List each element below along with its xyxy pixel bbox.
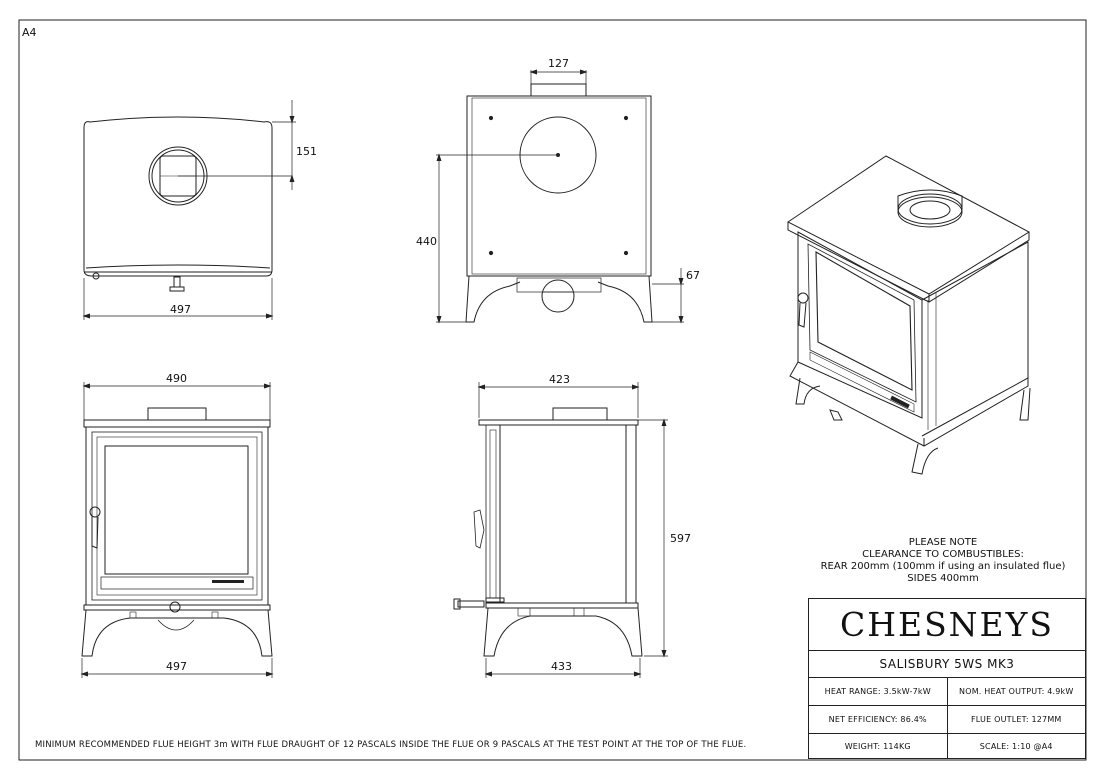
dim-rear-leg-height: 67 xyxy=(686,269,700,282)
dim-top-flue-offset: 151 xyxy=(296,145,317,158)
rear-view xyxy=(436,69,684,324)
dim-front-base-width: 497 xyxy=(166,660,187,673)
sheet-border xyxy=(18,19,1087,761)
dim-front-top-width: 490 xyxy=(166,372,187,385)
top-view xyxy=(82,100,296,320)
spec-row: HEAT RANGE: 3.5kW-7kW NOM. HEAT OUTPUT: … xyxy=(809,677,1085,706)
dim-side-depth-top: 423 xyxy=(549,373,570,386)
flue-height-note: MINIMUM RECOMMENDED FLUE HEIGHT 3m WITH … xyxy=(35,740,747,750)
brand-logo: CHESNEYS xyxy=(809,599,1085,651)
dim-rear-flue-height: 440 xyxy=(416,235,437,248)
note-clearance: CLEARANCE TO COMBUSTIBLES: xyxy=(862,549,1024,560)
flue-outlet: FLUE OUTLET: 127MM xyxy=(946,705,1086,733)
isometric-view xyxy=(787,155,1031,475)
note-rear: REAR 200mm (100mm if using an insulated … xyxy=(820,561,1066,572)
spec-row: WEIGHT: 114KG SCALE: 1:10 @A4 xyxy=(809,733,1085,759)
clearance-note: PLEASE NOTE CLEARANCE TO COMBUSTIBLES: R… xyxy=(808,537,1078,585)
note-heading: PLEASE NOTE xyxy=(908,537,978,548)
front-view xyxy=(80,382,274,678)
dim-overall-height: 597 xyxy=(670,532,691,545)
side-view xyxy=(453,382,668,678)
spec-row: NET EFFICIENCY: 86.4% FLUE OUTLET: 127MM xyxy=(809,705,1085,734)
dim-side-depth-base: 433 xyxy=(551,660,572,673)
net-efficiency: NET EFFICIENCY: 86.4% xyxy=(828,714,927,724)
weight: WEIGHT: 114KG xyxy=(844,741,911,751)
dim-rear-flue-diameter: 127 xyxy=(548,57,569,70)
dim-top-width: 497 xyxy=(170,303,191,316)
note-sides: SIDES 400mm xyxy=(907,573,979,584)
nominal-output: NOM. HEAT OUTPUT: 4.9kW xyxy=(946,677,1086,705)
scale: SCALE: 1:10 @A4 xyxy=(946,733,1086,759)
title-block: CHESNEYS SALISBURY 5WS MK3 HEAT RANGE: 3… xyxy=(808,598,1086,759)
model-name: SALISBURY 5WS MK3 xyxy=(809,650,1085,678)
sheet-size-label: A4 xyxy=(22,26,37,39)
heat-range: HEAT RANGE: 3.5kW-7kW xyxy=(824,686,931,696)
